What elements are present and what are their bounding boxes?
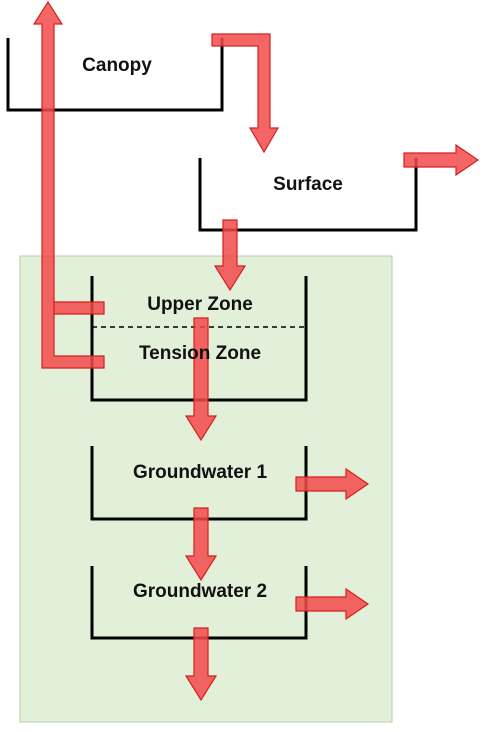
deep-loss-arrow — [184, 627, 218, 702]
infiltration-arrow — [213, 219, 247, 292]
surface-container — [198, 158, 418, 232]
groundwater-2-outflow-arrow — [295, 587, 370, 621]
groundwater-1-label: Groundwater 1 — [133, 462, 268, 483]
canopy-container — [6, 38, 224, 112]
flux-arrows — [32, 0, 480, 702]
groundwater-1-to-2-arrow — [184, 507, 218, 582]
upper-zone-label: Upper Zone — [147, 294, 253, 315]
canopy-label: Canopy — [82, 55, 152, 76]
surface-runoff-arrow — [403, 143, 480, 177]
surface-label: Surface — [273, 174, 343, 195]
groundwater-1-outflow-arrow — [295, 467, 370, 501]
canopy-to-surface-arrow — [211, 33, 280, 154]
tension-zone-label: Tension Zone — [139, 343, 261, 364]
upper-zone-evap-branch — [53, 301, 105, 315]
groundwater-2-label: Groundwater 2 — [133, 581, 267, 602]
percolation-arrow — [184, 317, 218, 442]
evaporation-arrow — [32, 0, 105, 369]
